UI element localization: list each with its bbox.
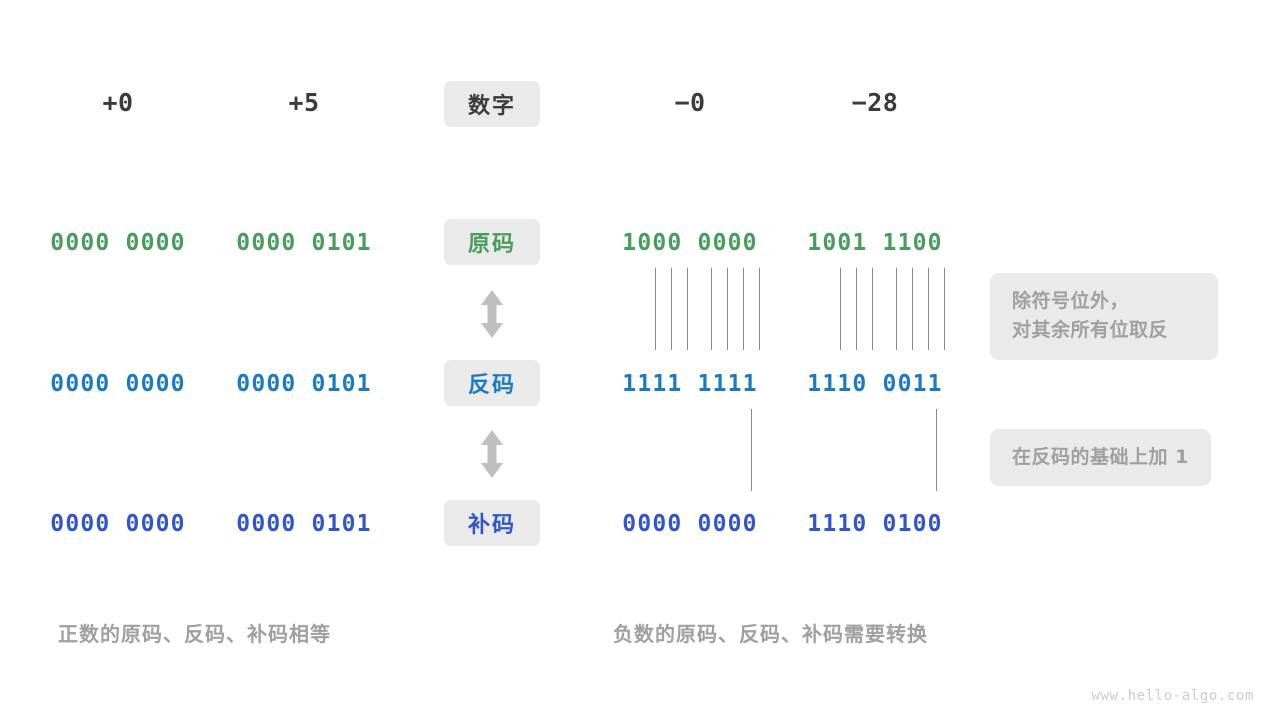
note-add-one-line1: 在反码的基础上加 1 (1012, 446, 1189, 468)
connector-tick (687, 268, 688, 350)
connector-tick (872, 268, 873, 350)
connector-tick (743, 268, 744, 350)
connector-tick (671, 268, 672, 350)
bits-ones-complement-pos-five: 0000 0101 (236, 371, 372, 397)
caption-positive: 正数的原码、反码、补码相等 (58, 622, 331, 646)
bits-ones-complement-neg-28: 1110 0011 (807, 371, 943, 397)
note-add-one: 在反码的基础上加 1 (990, 429, 1211, 487)
bits-ones-complement-neg-zero: 1111 1111 (622, 371, 758, 397)
connector-tick (711, 268, 712, 350)
column-header-pos-five: +5 (288, 88, 320, 117)
bits-true-form-pos-five: 0000 0101 (236, 230, 372, 256)
connector-tick (896, 268, 897, 350)
bits-true-form-pos-zero: 0000 0000 (50, 230, 186, 256)
row-chip-twos-complement: 补码 (444, 500, 540, 546)
row-chip-ones-complement: 反码 (444, 360, 540, 406)
watermark: www.hello-algo.com (1091, 688, 1254, 704)
bits-twos-complement-neg-zero: 0000 0000 (622, 511, 758, 537)
connector-tick (928, 268, 929, 350)
bidirectional-arrow-true-to-ones (477, 289, 507, 343)
bits-twos-complement-neg-28: 1110 0100 (807, 511, 943, 537)
column-header-pos-zero: +0 (102, 88, 134, 117)
connector-tick (655, 268, 656, 350)
bidirectional-arrow-ones-to-twos (477, 429, 507, 483)
connector-tick (759, 268, 760, 350)
connector-tick (912, 268, 913, 350)
bits-true-form-neg-zero: 1000 0000 (622, 230, 758, 256)
header-chip-number: 数字 (444, 81, 540, 127)
connector-tick (944, 268, 945, 350)
bits-ones-complement-pos-zero: 0000 0000 (50, 371, 186, 397)
bits-twos-complement-pos-zero: 0000 0000 (50, 511, 186, 537)
row-chip-true-form: 原码 (444, 219, 540, 265)
note-invert-bits-line1: 除符号位外， (1012, 290, 1130, 312)
connector-tick (727, 268, 728, 350)
bits-twos-complement-pos-five: 0000 0101 (236, 511, 372, 537)
caption-negative: 负数的原码、反码、补码需要转换 (613, 622, 928, 646)
connector-tick (840, 268, 841, 350)
connector-tick (751, 409, 752, 491)
connector-tick (936, 409, 937, 491)
note-invert-bits-line2: 对其余所有位取反 (1012, 319, 1169, 342)
connector-tick (856, 268, 857, 350)
column-header-neg-28: −28 (851, 88, 899, 117)
note-invert-bits: 除符号位外， 对其余所有位取反 (990, 273, 1218, 360)
bits-true-form-neg-28: 1001 1100 (807, 230, 943, 256)
column-header-neg-zero: −0 (674, 88, 706, 117)
